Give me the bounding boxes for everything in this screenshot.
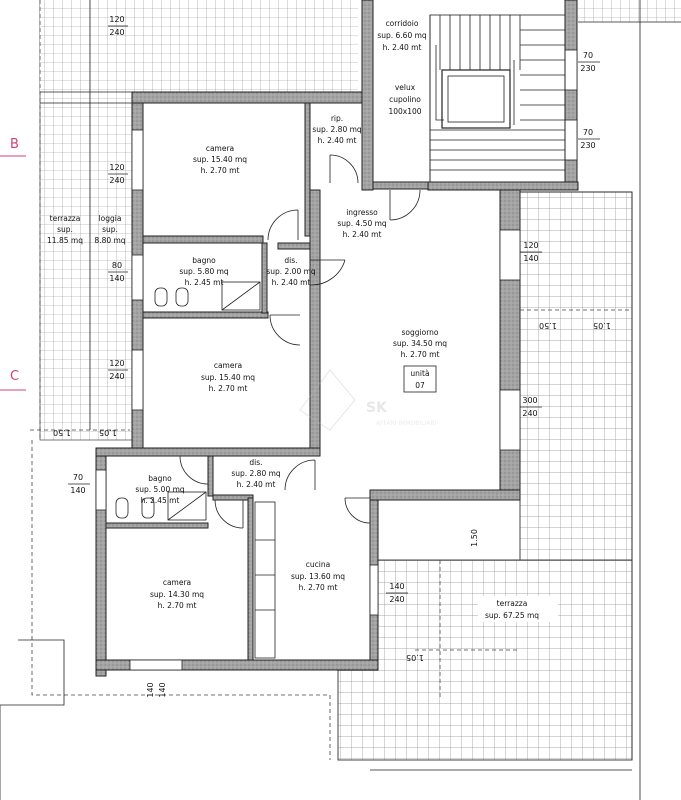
terrazza-main-sup: sup. 67.25 mq	[485, 611, 539, 620]
terrace-tiles	[39, 0, 681, 761]
camera1-name: camera	[206, 144, 234, 153]
velux-line1: velux	[395, 83, 416, 92]
dim-5-top: 120	[523, 241, 538, 250]
camera3-h: h. 2.70 mt	[158, 601, 197, 610]
dim-7-bottom: 240	[109, 372, 124, 381]
dashed-outline	[30, 0, 632, 760]
room-labels: corridoio sup. 6.60 mq h. 2.40 mt velux …	[47, 19, 558, 622]
corridoio-name: corridoio	[386, 19, 419, 28]
watermark: SK AFFARI IMMOBILIARI	[299, 369, 437, 431]
loggia-name: loggia	[99, 214, 122, 223]
soggiorno-sup: sup. 34.50 mq	[393, 339, 447, 348]
dim-6-bottom: 140	[109, 274, 124, 283]
bagno1-name: bagno	[192, 256, 216, 265]
camera2-h: h. 2.70 mt	[209, 384, 248, 393]
ingresso-sup: sup. 4.50 mq	[337, 219, 387, 228]
dis1-sup: sup. 2.00 mq	[266, 267, 316, 276]
velux-line3: 100x100	[388, 107, 421, 116]
dim-11-top: 140	[146, 682, 155, 697]
corridoio-sup: sup. 6.60 mq	[377, 31, 427, 40]
unit-number: 07	[415, 381, 425, 390]
level-marker-2: 1.05	[593, 321, 611, 330]
loggia-sup: sup.	[102, 225, 118, 234]
dim-4-bottom: 240	[109, 176, 124, 185]
staircase	[429, 14, 566, 183]
terrazza-left-name: terrazza	[50, 214, 81, 223]
terrazza-main-name: terrazza	[497, 599, 528, 608]
dim-8-bottom: 240	[522, 409, 537, 418]
rip-sup: sup. 2.80 mq	[312, 125, 362, 134]
camera3-sup: sup. 14.30 mq	[150, 590, 204, 599]
dim-4-top: 120	[109, 163, 124, 172]
dim-9-bottom: 140	[70, 486, 85, 495]
cucina-name: cucina	[306, 560, 330, 569]
dim-1-top: 120	[109, 15, 124, 24]
unit-label: unità	[410, 369, 429, 378]
camera2-sup: sup. 15.40 mq	[201, 373, 255, 382]
level-marker-6: 1.50	[470, 529, 479, 547]
terrazza-left-value: 11.85 mq	[47, 236, 83, 245]
bagno2-sup: sup. 5.00 mq	[135, 485, 185, 494]
dis2-sup: sup. 2.80 mq	[231, 469, 281, 478]
dim-2-top: 70	[583, 51, 593, 60]
dim-1-bottom: 240	[109, 28, 124, 37]
bathroom-fixtures	[115, 281, 261, 521]
bagno2-name: bagno	[148, 474, 172, 483]
camera1-h: h. 2.70 mt	[201, 166, 240, 175]
dim-10-bottom: 240	[389, 595, 404, 604]
cucina-sup: sup. 13.60 mq	[291, 572, 345, 581]
dim-2-bottom: 230	[580, 64, 595, 73]
dim-3-bottom: 230	[580, 141, 595, 150]
velux-line2: cupolino	[389, 95, 421, 104]
interior-floor	[106, 0, 573, 660]
kitchen-counter	[254, 501, 276, 659]
dim-6-top: 80	[112, 261, 122, 270]
bagno1-h: h. 2.45 mt	[185, 278, 224, 287]
axis-b-label: B	[10, 137, 19, 152]
level-marker-4: 1.05	[99, 428, 117, 437]
rip-name: rip.	[331, 114, 343, 123]
camera2-name: camera	[214, 361, 242, 370]
ingresso-h: h. 2.40 mt	[343, 230, 382, 239]
dis1-name: dis.	[284, 256, 297, 265]
ingresso-name: ingresso	[346, 208, 378, 217]
watermark-text: AFFARI IMMOBILIARI	[376, 420, 437, 427]
dim-7-top: 120	[109, 359, 124, 368]
rip-h: h. 2.40 mt	[318, 136, 357, 145]
terrazza-left-sup: sup.	[57, 225, 73, 234]
dim-3-top: 70	[583, 128, 593, 137]
loggia-value: 8.80 mq	[94, 236, 125, 245]
cucina-h: h. 2.70 mt	[299, 583, 338, 592]
soggiorno-name: soggiorno	[402, 328, 439, 337]
dis2-h: h. 2.40 mt	[237, 480, 276, 489]
dim-10-top: 140	[389, 582, 404, 591]
dimension-labels: 120 240 70 230 70 230 120 240 120 140 80…	[68, 15, 600, 698]
terrazza-main-label-bg	[478, 596, 558, 622]
dim-8-top: 300	[522, 396, 537, 405]
bagno1-sup: sup. 5.80 mq	[179, 267, 229, 276]
dim-9-top: 70	[73, 473, 83, 482]
dim-11-bottom: 140	[158, 682, 167, 697]
doors	[179, 154, 421, 529]
level-marker-5: 1.05	[406, 653, 424, 662]
bagno2-h: h. 2.45 mt	[141, 496, 180, 505]
camera3-name: camera	[163, 578, 191, 587]
dis2-name: dis.	[249, 458, 262, 467]
corridoio-h: h. 2.40 mt	[383, 43, 422, 52]
level-marker-3: 1.50	[53, 428, 71, 437]
soggiorno-h: h. 2.70 mt	[401, 350, 440, 359]
dis1-h: h. 2.40 mt	[272, 278, 311, 287]
windows	[95, 49, 578, 671]
watermark-logo: SK	[366, 400, 388, 416]
axis-markers: B C	[0, 137, 26, 391]
dim-5-bottom: 140	[523, 254, 538, 263]
level-marker-1: 1.50	[539, 321, 557, 330]
axis-c-label: C	[10, 369, 19, 384]
camera1-sup: sup. 15.40 mq	[193, 155, 247, 164]
unit-box	[403, 365, 437, 393]
level-markers: 1.50 1.05 1.50 1.05 1.05 1.50	[53, 321, 611, 662]
